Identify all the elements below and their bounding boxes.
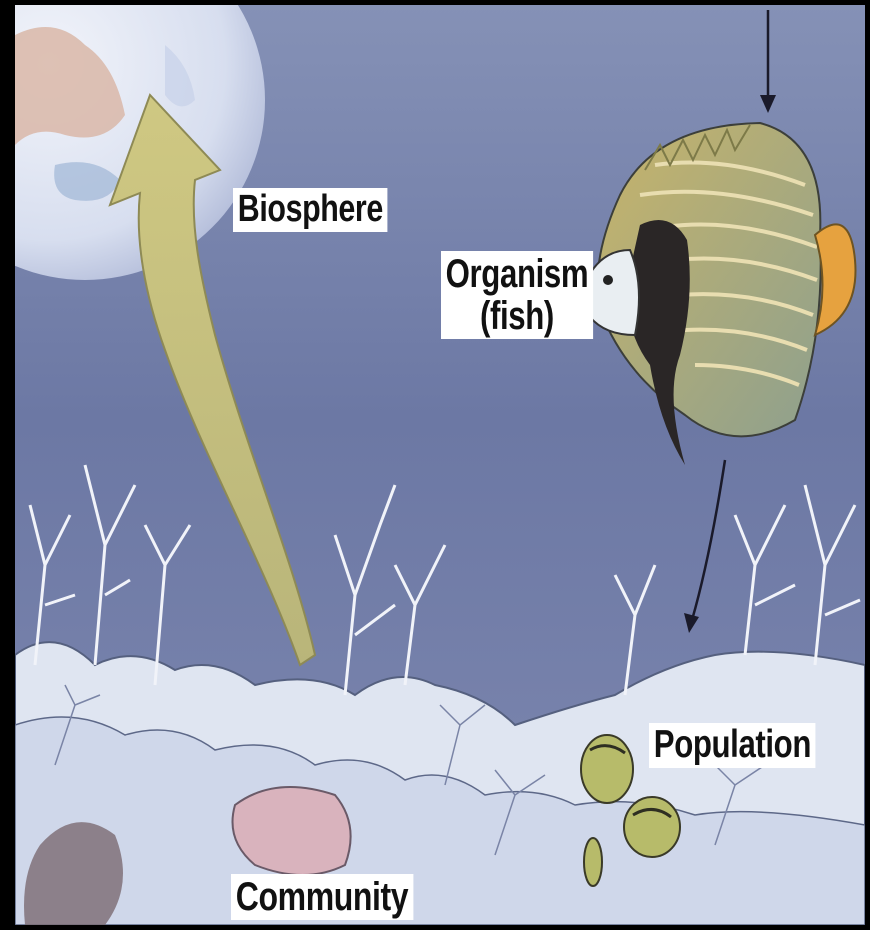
organism-label-line2: (fish) xyxy=(446,295,589,337)
organism-label: Organism (fish) xyxy=(441,251,593,339)
community-label: Community xyxy=(231,874,413,920)
reef-scene: Biosphere Organism (fish) Population Com… xyxy=(15,5,865,925)
reef-illustration xyxy=(15,5,865,925)
organism-label-line1: Organism xyxy=(446,253,589,295)
population-label: Population xyxy=(649,723,816,768)
biosphere-label: Biosphere xyxy=(233,188,388,232)
